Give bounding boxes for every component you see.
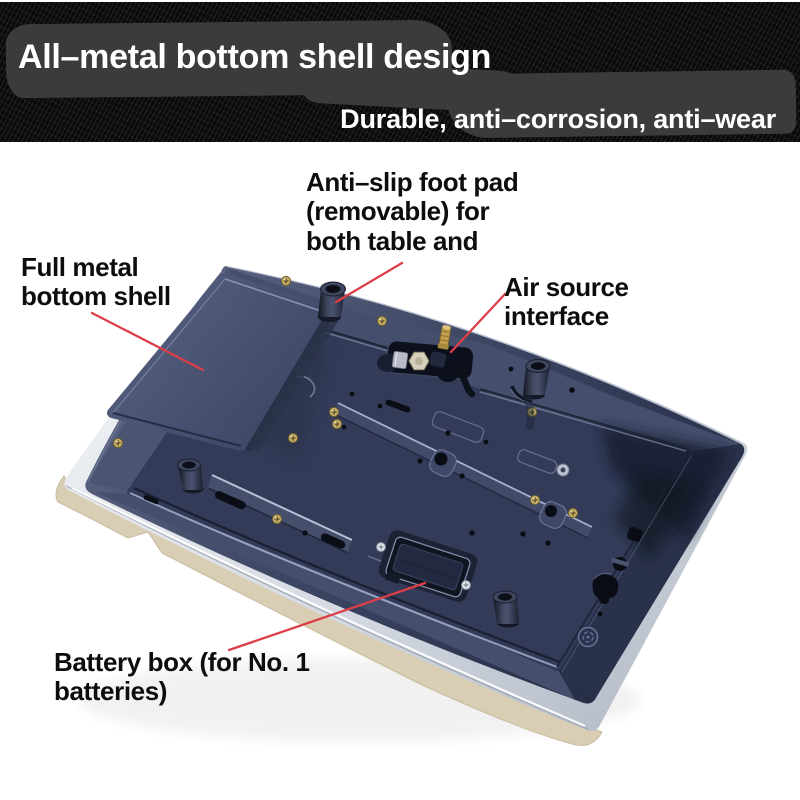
leader-line-antislip [334,261,404,304]
foot-right [510,359,551,430]
side-cutouts [592,526,643,604]
label-air-source-interface: Air source interface [504,272,629,332]
banner: All–metal bottom shell design Durable, a… [0,2,800,142]
top-margin-band [228,268,741,452]
leader-line-battery [227,581,427,652]
air-hose [446,362,476,398]
foot-bottom [492,590,519,628]
valve-cap [391,350,409,370]
foot-top [318,281,346,322]
label-battery-box: Battery box (for No. 1 batteries) [54,647,310,707]
leader-line-full-metal [90,311,205,372]
mount-rail-upper [333,402,593,539]
leader-line-air-source [449,292,507,354]
battery-latch [385,571,401,584]
leader-lines [90,261,507,652]
raised-box [107,273,340,452]
panel-holes [302,366,603,617]
foot-left [177,458,204,494]
label-antislip-foot-pad: Anti–slip foot pad (removable) for both … [306,167,519,256]
screws [112,275,579,525]
device [55,265,748,746]
banner-subtitle: Durable, anti–corrosion, anti–wear [340,104,776,134]
emblem [577,626,599,648]
battery-box [376,530,478,602]
label-full-metal-shell: Full metal bottom shell [21,252,171,312]
banner-title: All–metal bottom shell design [18,38,492,76]
bottom-wall-band [95,492,575,700]
brass-barb [437,325,452,350]
rim-specular-line [71,487,586,728]
elbow-fitting [428,350,447,369]
